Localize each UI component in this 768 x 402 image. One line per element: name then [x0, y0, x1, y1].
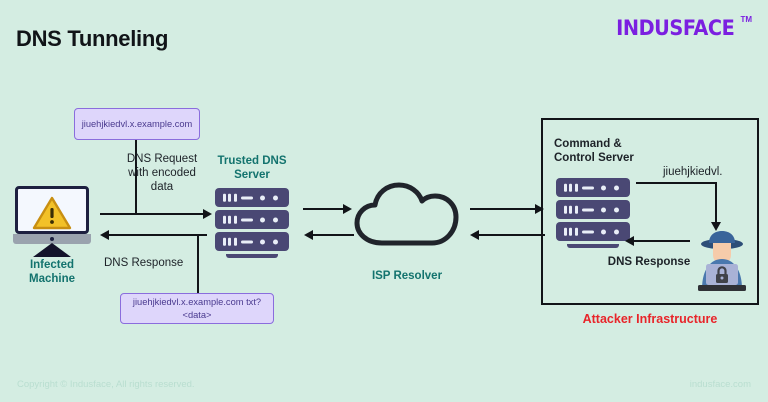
footer-website: indusface.com: [689, 379, 751, 390]
server-led: [601, 185, 606, 190]
server-bars: [564, 227, 578, 236]
label-dns-response-right: DNS Response: [607, 256, 691, 268]
edge-cloud-to-dns-line: [313, 234, 354, 237]
edge-exfil-vertical: [715, 182, 718, 223]
server-led: [273, 217, 278, 222]
edge-exfil-horizontal: [636, 182, 717, 185]
server-dash: [582, 230, 594, 233]
edge-cc-to-cloud-line: [479, 234, 545, 237]
server-unit: [215, 188, 289, 207]
edge-dns-request-arrowhead: [203, 209, 212, 219]
server-unit: [556, 178, 630, 197]
server-dash: [241, 196, 253, 199]
server-dash: [582, 186, 594, 189]
label-isp-resolver: ISP Resolver: [371, 270, 443, 282]
edge-dns-request-line: [100, 213, 204, 216]
callout-encoded-query: jiuehjkiedvl.x.example.com: [74, 108, 200, 140]
server-led: [601, 229, 606, 234]
connector-response-to-callout: [197, 234, 200, 296]
label-command-control-server: Command & Control Server: [554, 138, 634, 165]
server-led: [614, 185, 619, 190]
footer-copyright: Copyright © Indusface, All rights reserv…: [17, 379, 195, 390]
label-exfil-data: jiuehjkiedvl.: [663, 166, 723, 178]
monitor-stand: [33, 243, 71, 257]
server-dash: [582, 208, 594, 211]
label-dns-response-left: DNS Response: [104, 257, 184, 269]
edge-cc-to-cloud-arrowhead: [470, 230, 479, 240]
server-unit: [215, 210, 289, 229]
server-dash: [241, 218, 253, 221]
server-led: [614, 207, 619, 212]
server-led: [260, 239, 265, 244]
label-infected-machine: Infected Machine: [28, 259, 75, 286]
label-trusted-dns-server: Trusted DNS Server: [217, 155, 287, 182]
edge-dns-to-cloud-arrowhead: [343, 204, 352, 214]
monitor-indicator-dot: [50, 237, 54, 241]
server-dash: [241, 240, 253, 243]
monitor-screen: [15, 186, 89, 234]
server-led: [273, 195, 278, 200]
brand-wordmark: INDUSFACE: [616, 16, 735, 40]
edge-cloud-to-cc-line: [470, 208, 536, 211]
server-bars: [564, 183, 578, 192]
infected-machine-icon: [13, 186, 91, 257]
edge-dns-response-right-arrowhead: [625, 236, 634, 246]
label-dns-request: DNS Request with encoded data: [126, 153, 198, 194]
edge-cloud-to-cc-arrowhead: [535, 204, 544, 214]
warning-triangle-icon: [32, 196, 72, 230]
trademark-symbol: TM: [740, 15, 752, 24]
server-led: [260, 195, 265, 200]
server-base: [226, 254, 278, 258]
attacker-infrastructure-box: [541, 118, 759, 305]
server-unit: [556, 222, 630, 241]
edge-cloud-to-dns-arrowhead: [304, 230, 313, 240]
server-led: [260, 217, 265, 222]
edge-dns-response-right-line: [634, 240, 690, 243]
hacker-laptop-icon: [698, 231, 746, 291]
server-base: [567, 244, 619, 248]
server-led: [601, 207, 606, 212]
indusface-logo: INDUSFACE TM: [611, 15, 752, 40]
edge-dns-response-arrowhead: [100, 230, 109, 240]
edge-exfil-arrowhead: [711, 222, 721, 231]
server-unit: [556, 200, 630, 219]
callout-txt-query: jiuehjkiedvl.x.example.com txt? <data>: [120, 293, 274, 324]
edge-dns-to-cloud-line: [303, 208, 344, 211]
server-bars: [223, 215, 237, 224]
connector-callout-to-request: [135, 140, 138, 214]
isp-resolver-cloud-icon: [354, 182, 459, 246]
edge-dns-response-line: [109, 234, 207, 237]
command-control-server-icon: [556, 178, 630, 248]
server-unit: [215, 232, 289, 251]
label-attacker-infrastructure: Attacker Infrastructure: [582, 312, 718, 326]
server-led: [273, 239, 278, 244]
page-title: DNS Tunneling: [16, 26, 169, 51]
server-bars: [223, 237, 237, 246]
server-bars: [223, 193, 237, 202]
server-bars: [564, 205, 578, 214]
server-led: [614, 229, 619, 234]
trusted-dns-server-icon: [215, 188, 289, 258]
